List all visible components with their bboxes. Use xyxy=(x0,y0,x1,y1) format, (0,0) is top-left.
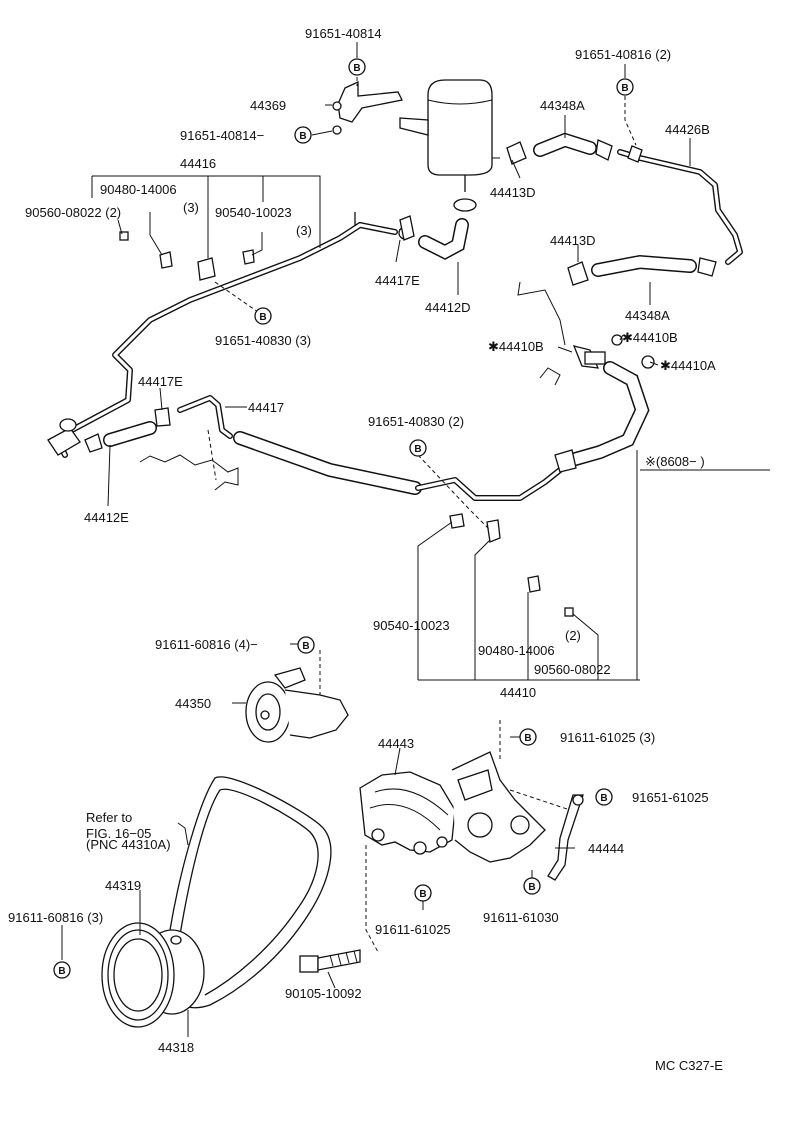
b-badge: B xyxy=(297,636,315,654)
part-label: 44319 xyxy=(105,878,141,893)
diagram-code: MC C327-E xyxy=(655,1058,723,1073)
idler-pulley-44350 xyxy=(245,650,349,743)
b-badge: B xyxy=(53,961,71,979)
part-label: 90540-10023 xyxy=(373,618,450,633)
svg-text:B: B xyxy=(528,882,535,893)
b-badge: B xyxy=(294,126,312,144)
part-label: 91651-40814− xyxy=(180,128,264,143)
v-belt-44319 xyxy=(169,776,332,1009)
part-label: 44417E xyxy=(375,273,420,288)
part-label: 90480-14006 xyxy=(100,182,177,197)
hose-44412D xyxy=(418,218,469,260)
b-badge: B xyxy=(348,58,366,76)
bolt-badges: B B B B B B B B B B B xyxy=(53,58,634,979)
part-label: 44412D xyxy=(425,300,471,315)
part-label: ※(8608− ) xyxy=(645,454,705,469)
svg-text:B: B xyxy=(259,312,266,323)
b-badge: B xyxy=(414,884,432,902)
power-steering-pump xyxy=(359,720,571,863)
refer-note: Refer to FIG. 16−05 (PNC 44310A) xyxy=(86,810,171,852)
part-label: 44416 xyxy=(180,156,216,171)
part-label: 91651-40830 (2) xyxy=(368,414,464,429)
refer-pnc: (PNC 44310A) xyxy=(86,837,171,852)
part-label: 90560-08022 (2) xyxy=(25,205,121,220)
hose-44348A-upper xyxy=(506,132,613,165)
svg-text:B: B xyxy=(419,889,426,900)
refer-line2: FIG. 16−05 xyxy=(86,826,151,841)
part-labels: 91651-40814 44369 91651-40814− 44416 904… xyxy=(8,26,716,1055)
bolt-90105-10092 xyxy=(299,845,379,973)
part-label: 44444 xyxy=(588,841,624,856)
b-badge: B xyxy=(616,78,634,96)
part-label: ✱44410B xyxy=(488,339,544,354)
pulley-44318 xyxy=(101,922,205,1028)
part-label: 44410 xyxy=(500,685,536,700)
part-label: 90105-10092 xyxy=(285,986,362,1001)
part-label: 91611-61030 xyxy=(483,910,559,925)
part-label: 90540-10023 xyxy=(215,205,292,220)
part-label: 44350 xyxy=(175,696,211,711)
part-label: 44412E xyxy=(84,510,129,525)
b-badge: B xyxy=(523,877,541,895)
hose-44348A-lower xyxy=(567,254,717,286)
bracket-44444 xyxy=(547,794,584,881)
part-label: 44369 xyxy=(250,98,286,113)
part-label: ✱44410B xyxy=(622,330,678,345)
part-label: 91651-61025 xyxy=(632,790,709,805)
b-badge: B xyxy=(254,307,272,325)
part-label: (3) xyxy=(183,200,199,215)
part-label: 91611-60816 (4)− xyxy=(155,637,258,652)
svg-text:B: B xyxy=(621,83,628,94)
svg-text:B: B xyxy=(600,793,607,804)
part-label: 90480-14006 xyxy=(478,643,555,658)
part-label: 44417E xyxy=(138,374,183,389)
part-label: (3) xyxy=(296,223,312,238)
part-label: 44348A xyxy=(625,308,670,323)
tube-44417 xyxy=(84,395,239,491)
part-label: 44426B xyxy=(665,122,710,137)
part-label: 44348A xyxy=(540,98,585,113)
refer-line1: Refer to xyxy=(86,810,132,825)
part-label: 91651-40814 xyxy=(305,26,382,41)
svg-text:B: B xyxy=(299,131,306,142)
part-label: 44413D xyxy=(490,185,536,200)
return-tube-44426B xyxy=(617,145,743,265)
svg-text:B: B xyxy=(302,641,309,652)
svg-text:B: B xyxy=(414,444,421,455)
part-label: 44443 xyxy=(378,736,414,751)
part-label: 90560-08022 xyxy=(534,662,611,677)
part-label: 91611-61025 xyxy=(375,922,451,937)
pressure-tube-44416 xyxy=(47,212,412,458)
b-badge: B xyxy=(409,439,427,457)
leader-lines xyxy=(61,42,770,1037)
part-label: 91611-61025 (3) xyxy=(560,730,655,745)
bracket-44369 xyxy=(332,70,403,135)
part-label: 44318 xyxy=(158,1040,194,1055)
reservoir-tank xyxy=(399,79,500,212)
part-label: 44417 xyxy=(248,400,284,415)
part-label: 91611-60816 (3) xyxy=(8,910,103,925)
part-label: ✱44410A xyxy=(660,358,716,373)
svg-text:B: B xyxy=(353,63,360,74)
part-label: 44413D xyxy=(550,233,596,248)
part-label: 91651-40816 (2) xyxy=(575,47,671,62)
pressure-hose-44410 xyxy=(233,345,650,501)
svg-text:B: B xyxy=(58,966,65,977)
b-badge: B xyxy=(519,728,537,746)
b-badge: B xyxy=(595,788,613,806)
part-label: 91651-40830 (3) xyxy=(215,333,311,348)
svg-text:B: B xyxy=(524,733,531,744)
clamps xyxy=(119,215,655,617)
part-label: (2) xyxy=(565,628,581,643)
